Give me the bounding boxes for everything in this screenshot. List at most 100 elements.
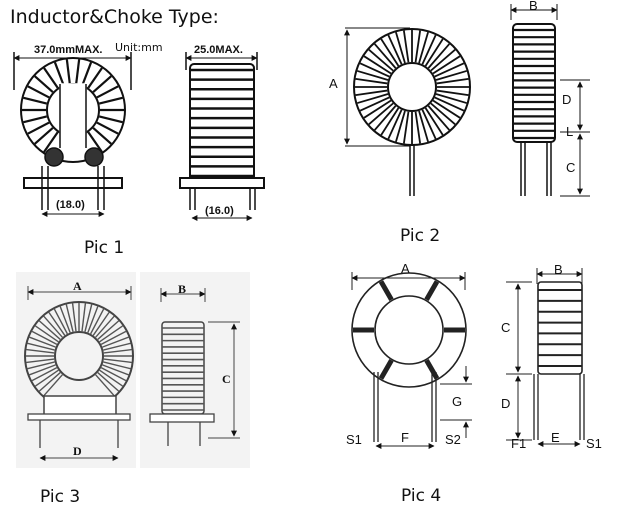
winding-line [29, 336, 56, 348]
winding-line [424, 107, 444, 136]
winding-line [89, 308, 105, 335]
pic2-label-b: B [529, 0, 538, 13]
winding-line [359, 62, 390, 78]
winding-line [363, 99, 392, 119]
pic4-front-view [351, 272, 472, 449]
pic2-caption: Pic 2 [400, 226, 441, 246]
winding-line [48, 311, 66, 336]
winding-line [71, 303, 77, 332]
pic2-label-c: C [566, 160, 576, 175]
winding-line [53, 308, 69, 335]
winding-line [100, 366, 127, 382]
winding-line [43, 315, 63, 338]
winding-line [92, 311, 110, 336]
pic4-label-c: C [501, 320, 511, 335]
page-title: Inductor&Choke Type: [10, 6, 219, 28]
pic4-label-s2: S2 [445, 432, 461, 447]
winding-line [434, 62, 465, 78]
winding-line [102, 336, 129, 348]
pic2-front-view [344, 27, 471, 196]
pic3-label-a: A [73, 279, 82, 293]
winding-line [27, 121, 50, 135]
winding-line [368, 102, 394, 126]
winding-line [414, 111, 422, 144]
winding-line [432, 99, 461, 119]
winding-line [99, 325, 124, 343]
winding-line [31, 330, 58, 346]
winding-line [421, 109, 437, 140]
winding-line [29, 364, 56, 376]
winding-line [87, 67, 103, 89]
winding-line [368, 48, 394, 72]
winding-line [395, 110, 406, 142]
winding-line [96, 121, 119, 135]
winding-line [23, 96, 48, 105]
pic3-front-view [16, 272, 136, 468]
winding-line [38, 320, 61, 340]
winding-line [98, 96, 123, 105]
pic1-pin-front-label: (18.0) [56, 199, 85, 211]
winding-line [424, 359, 440, 380]
winding-line [378, 359, 394, 380]
winding-line [84, 304, 93, 332]
winding-line [373, 105, 397, 131]
winding-line [95, 315, 115, 338]
winding-line [34, 369, 59, 387]
pic1-caption: Pic 1 [84, 238, 125, 258]
winding-line [436, 89, 469, 97]
winding-line [87, 306, 99, 333]
winding-line [414, 30, 422, 63]
winding-line [380, 38, 400, 67]
winding-line [31, 366, 58, 382]
pic4-label-s1: S1 [346, 432, 362, 447]
winding-line [98, 115, 123, 124]
pic4-label-f: F [401, 430, 409, 445]
winding-line [26, 358, 55, 364]
winding-line [355, 89, 388, 97]
winding-line [378, 280, 394, 301]
pic4-label-d: D [501, 396, 511, 411]
pic1-side-view [179, 52, 265, 221]
winding-line [27, 85, 50, 99]
winding-line [102, 364, 129, 376]
winding-line [81, 303, 87, 332]
winding-line [95, 374, 115, 397]
winding-line [65, 59, 71, 84]
winding-line [424, 38, 444, 67]
winding-line [436, 77, 469, 85]
winding-line [363, 55, 392, 75]
pic3-label-d: D [73, 444, 82, 458]
pic4-label-e: E [551, 430, 560, 445]
winding-line [103, 342, 131, 351]
winding-line [43, 131, 59, 153]
winding-line [395, 32, 406, 64]
winding-line [96, 85, 119, 99]
winding-line [421, 34, 437, 65]
winding-line [402, 111, 410, 144]
winding-line [103, 348, 132, 354]
winding-line [59, 306, 71, 333]
winding-line [38, 372, 61, 392]
winding-line [357, 70, 389, 81]
pic1-pin-side-label: (16.0) [205, 205, 234, 217]
pic3-side-view [140, 272, 250, 468]
winding-line [92, 75, 112, 93]
winding-line [357, 93, 389, 104]
winding-line [435, 93, 467, 104]
winding-line [34, 127, 54, 145]
pic3-label-b: B [178, 282, 187, 296]
winding-line [402, 30, 410, 63]
winding-line [373, 43, 397, 69]
pic4-caption: Pic 4 [401, 486, 442, 506]
winding-line [92, 127, 112, 145]
winding-line [65, 304, 74, 332]
winding-line [27, 361, 55, 370]
winding-line [34, 75, 54, 93]
pic4-label-f1: F1 [511, 436, 527, 451]
pic2-label-l: L [566, 124, 574, 139]
winding-line [355, 77, 388, 85]
pic4-side-view [506, 268, 585, 447]
unit-label: Unit:mm [115, 41, 163, 54]
